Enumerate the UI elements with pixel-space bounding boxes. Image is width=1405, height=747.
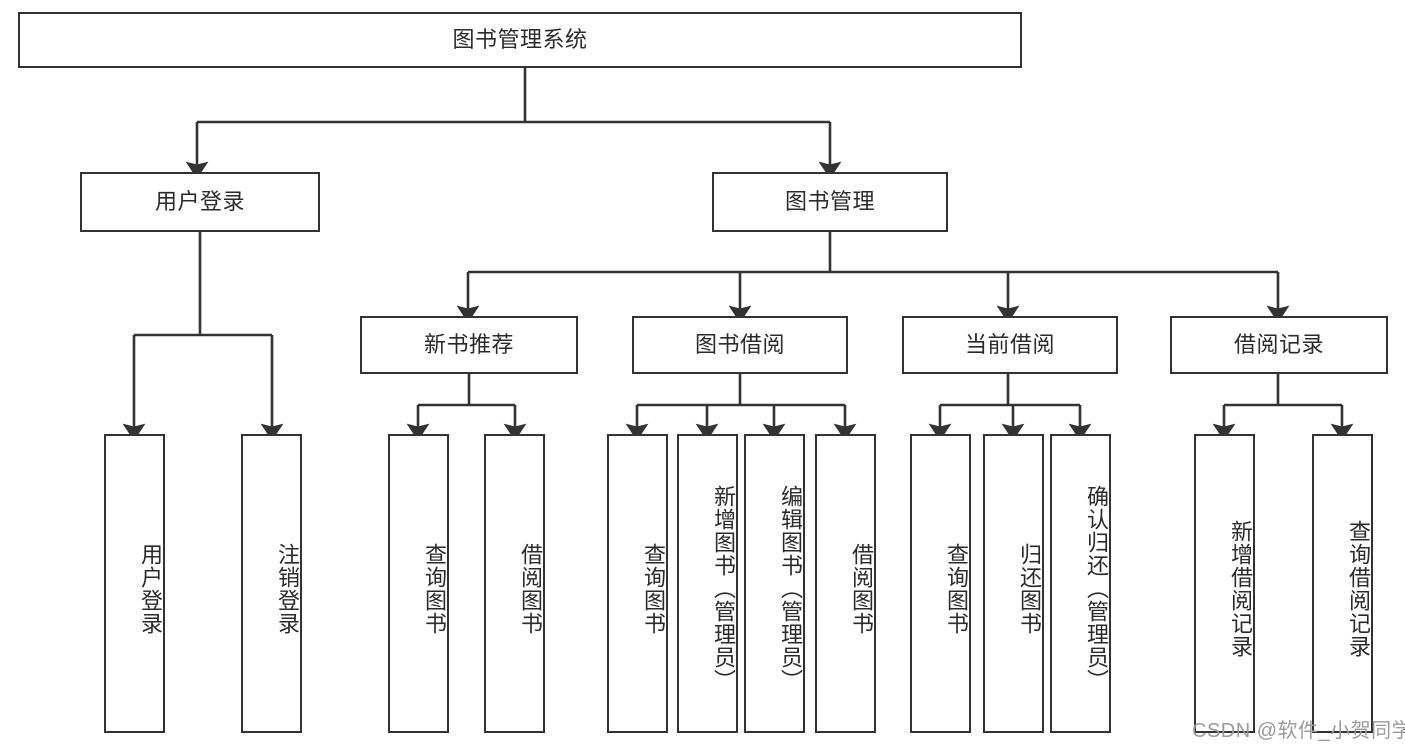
node-leaf-query-book-current-label: 查询图书: [944, 542, 969, 635]
node-current-borrow-label: 当前借阅: [964, 332, 1055, 358]
node-root-label: 图书管理系统: [452, 27, 588, 53]
node-leaf-query-borrow-record[interactable]: 查询借阅记录: [1312, 434, 1373, 733]
node-leaf-logout-login[interactable]: 注销登录: [241, 434, 302, 733]
node-new-book-recommend-label: 新书推荐: [423, 332, 514, 358]
node-leaf-add-book-admin-label: 新增图书（管理员）: [711, 485, 736, 692]
node-leaf-query-book-recommend[interactable]: 查询图书: [388, 434, 449, 733]
node-book-management-label: 图书管理: [784, 189, 875, 215]
node-leaf-borrow-book-label: 借阅图书: [849, 542, 874, 635]
node-leaf-add-book-admin[interactable]: 新增图书（管理员）: [677, 434, 738, 733]
node-leaf-logout-login-label: 注销登录: [275, 542, 300, 635]
node-leaf-return-book-label: 归还图书: [1017, 542, 1042, 635]
node-leaf-confirm-return-admin[interactable]: 确认归还（管理员）: [1050, 434, 1111, 733]
node-leaf-borrow-book-recommend[interactable]: 借阅图书: [484, 434, 545, 733]
node-leaf-borrow-book[interactable]: 借阅图书: [815, 434, 876, 733]
node-leaf-return-book[interactable]: 归还图书: [983, 434, 1044, 733]
node-book-borrow-label: 图书借阅: [694, 332, 785, 358]
node-current-borrow[interactable]: 当前借阅: [902, 316, 1118, 374]
node-leaf-edit-book-admin-label: 编辑图书（管理员）: [778, 485, 803, 692]
node-leaf-query-book-borrow-label: 查询图书: [641, 542, 666, 635]
node-leaf-query-borrow-record-label: 查询借阅记录: [1346, 519, 1371, 658]
node-leaf-add-borrow-record[interactable]: 新增借阅记录: [1194, 434, 1255, 733]
node-root[interactable]: 图书管理系统: [18, 12, 1022, 68]
node-user-login-label: 用户登录: [154, 189, 245, 215]
node-new-book-recommend[interactable]: 新书推荐: [360, 316, 578, 374]
node-leaf-query-book-recommend-label: 查询图书: [422, 542, 447, 635]
node-book-management[interactable]: 图书管理: [712, 172, 948, 232]
node-leaf-user-login[interactable]: 用户登录: [104, 434, 165, 733]
node-borrow-record-label: 借阅记录: [1233, 332, 1324, 358]
node-leaf-query-book-current[interactable]: 查询图书: [910, 434, 971, 733]
node-leaf-add-borrow-record-label: 新增借阅记录: [1228, 519, 1253, 658]
node-leaf-query-book-borrow[interactable]: 查询图书: [607, 434, 668, 733]
node-leaf-user-login-label: 用户登录: [138, 542, 163, 635]
node-leaf-confirm-return-admin-label: 确认归还（管理员）: [1084, 485, 1109, 692]
node-leaf-borrow-book-recommend-label: 借阅图书: [518, 542, 543, 635]
node-borrow-record[interactable]: 借阅记录: [1170, 316, 1388, 374]
node-book-borrow[interactable]: 图书借阅: [632, 316, 848, 374]
csdn-watermark: CSDN @软件_小贺同学: [1192, 720, 1405, 742]
node-user-login[interactable]: 用户登录: [80, 172, 320, 232]
node-leaf-edit-book-admin[interactable]: 编辑图书（管理员）: [744, 434, 805, 733]
